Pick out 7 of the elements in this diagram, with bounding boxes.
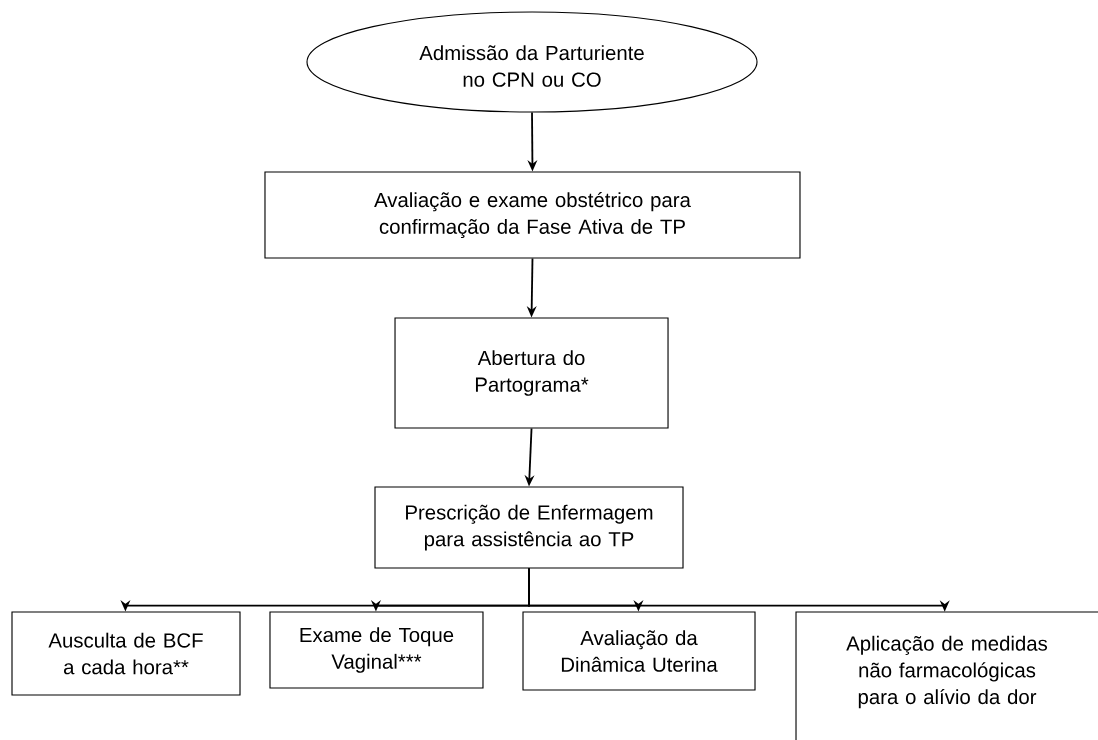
process-box: Exame de Toque Vaginal***: [269, 611, 484, 689]
process-box: Prescrição de Enfermagem para assistência ao TP: [374, 486, 684, 569]
process-box: Avaliação e exame obstétrico para confirmação da Fase Ativa de TP: [264, 171, 801, 259]
process-box: Aplicação de medidas não farmacológicas para o alívio da dor: [795, 611, 1098, 740]
process-box: Abertura do Partograma*: [394, 317, 669, 429]
process-box: Avaliação da Dinâmica Uterina: [522, 611, 756, 691]
process-box: Ausculta de BCF a cada hora**: [11, 611, 241, 696]
